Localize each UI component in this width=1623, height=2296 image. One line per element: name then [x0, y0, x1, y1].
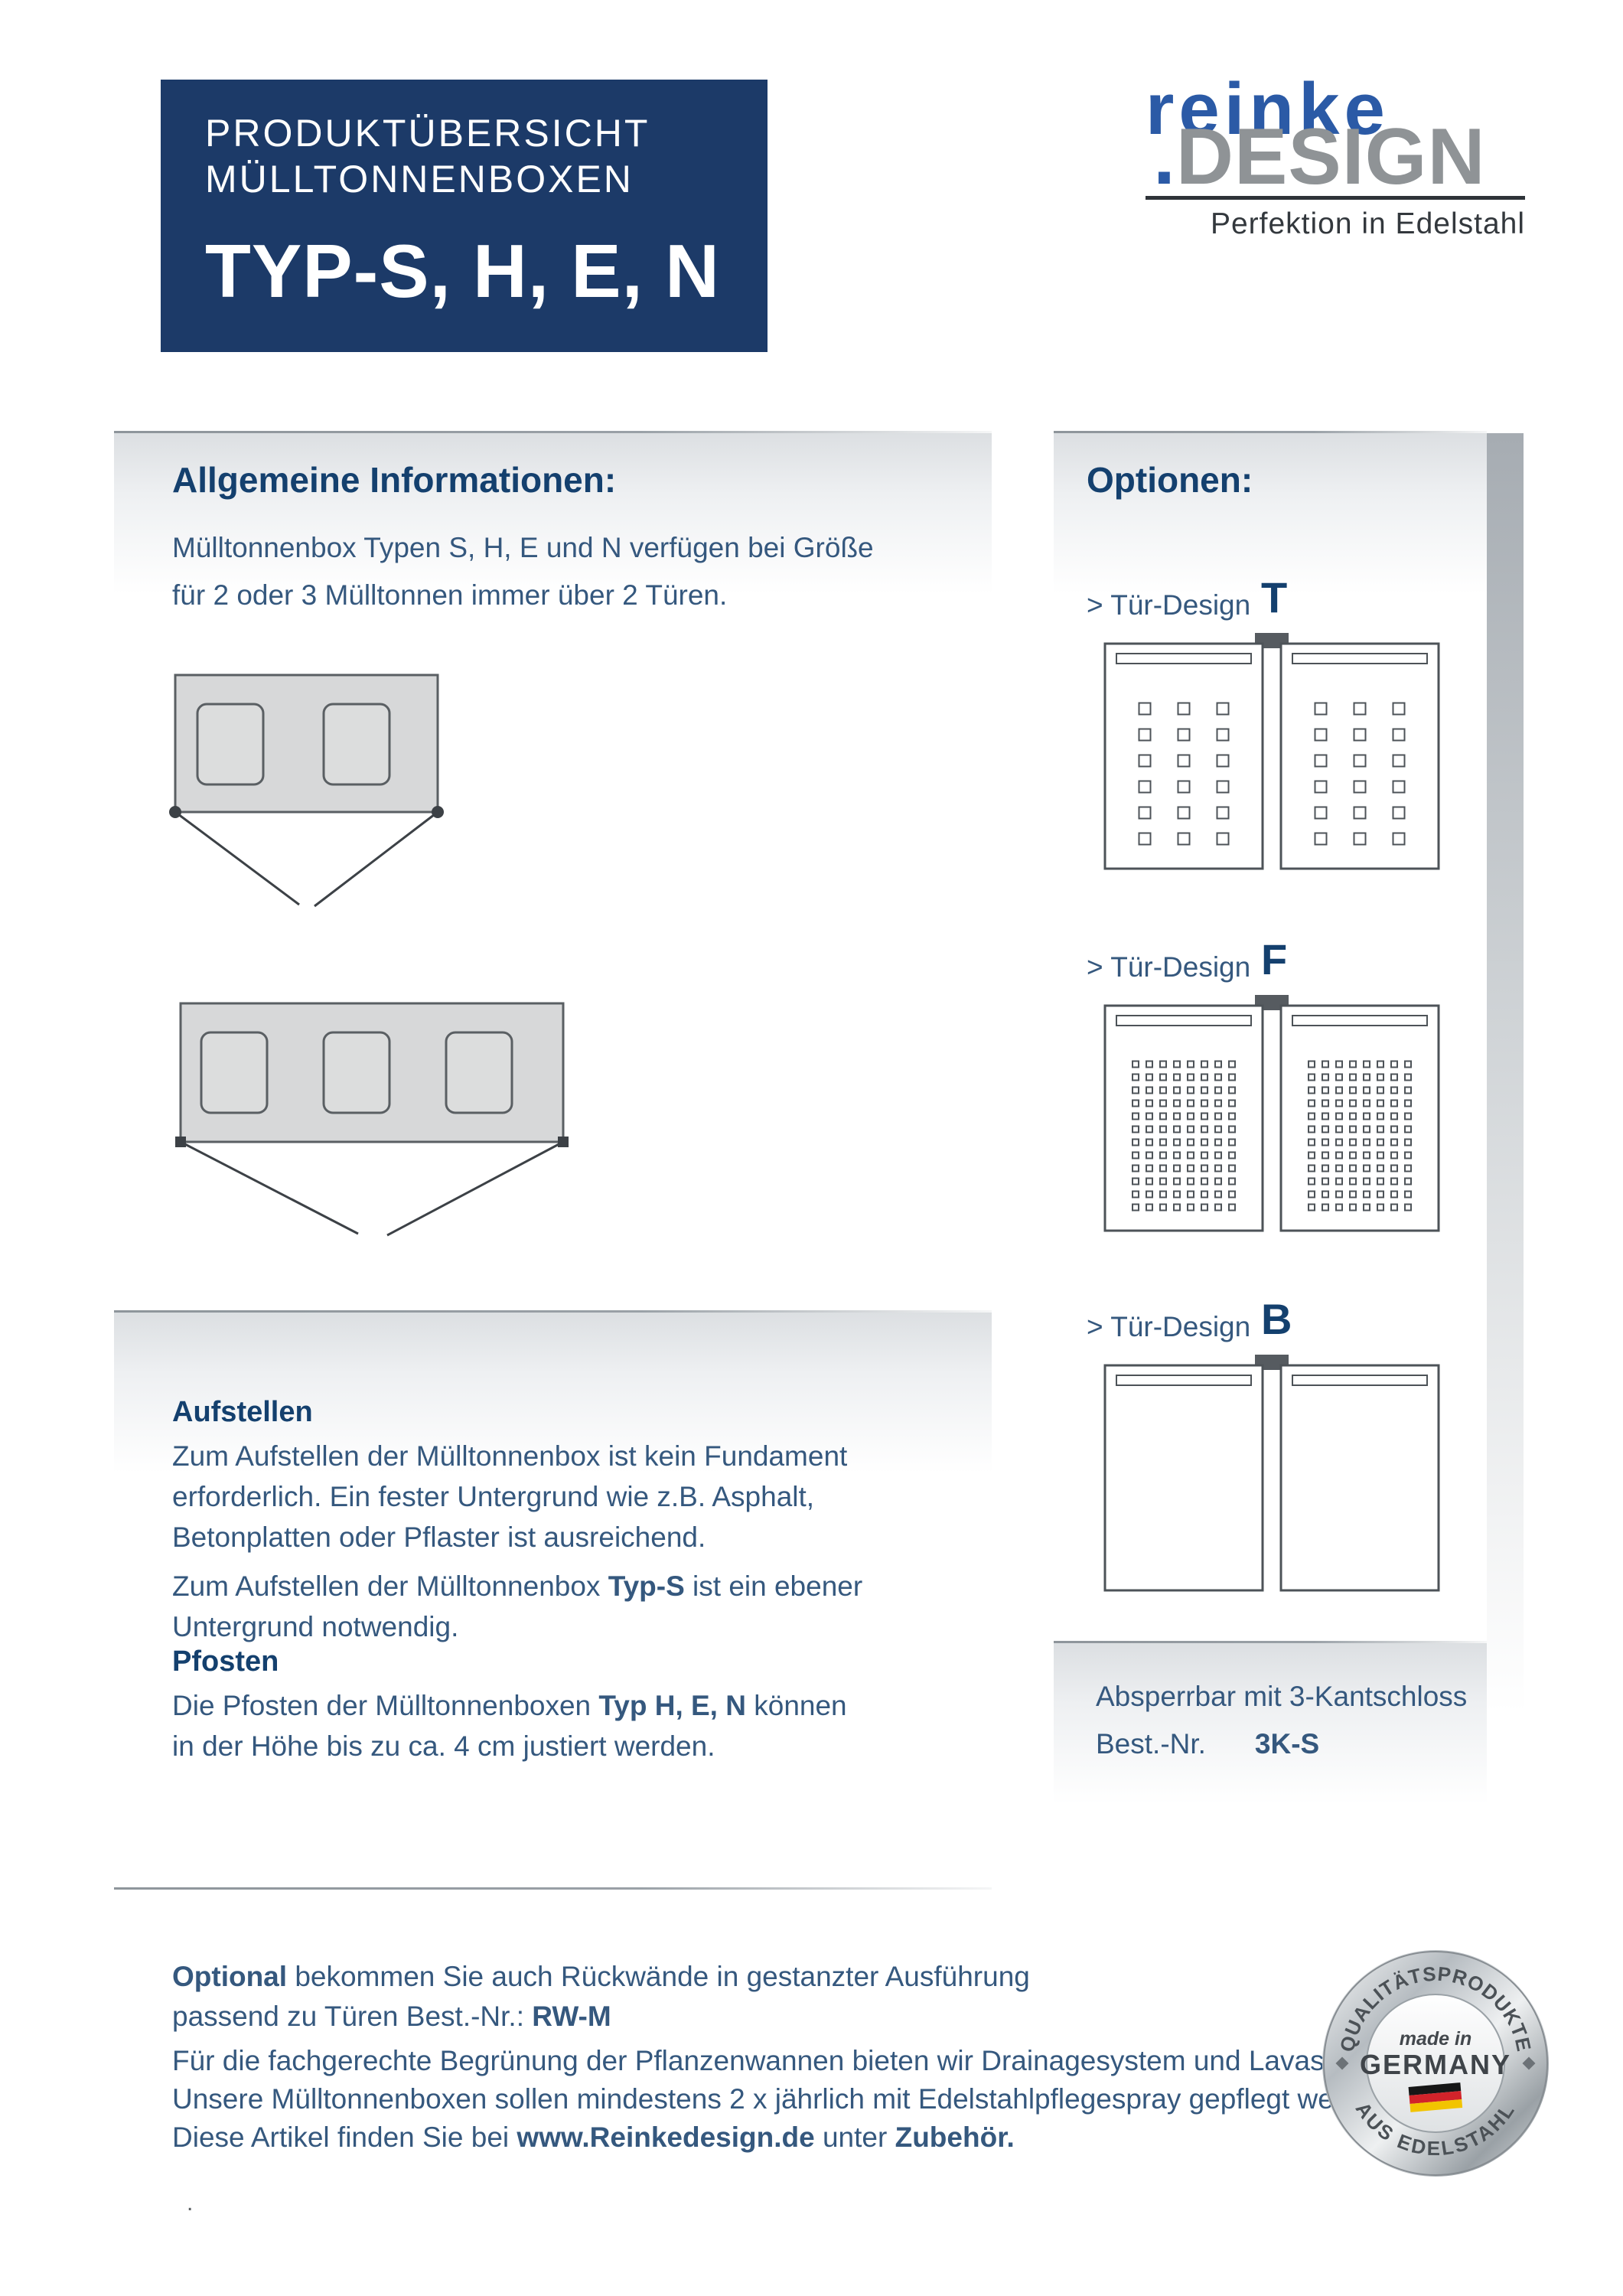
- text-line: Die Pfosten der Mülltonnenboxen Typ H, E…: [172, 1690, 847, 1721]
- separator-line: [114, 1887, 992, 1890]
- aufstellen-paragraph-2: Zum Aufstellen der Mülltonnenbox Typ-S i…: [172, 1566, 862, 1647]
- text-line: erforderlich. Ein fester Untergrund wie …: [172, 1481, 815, 1512]
- text-line: Zum Aufstellen der Mülltonnenbox ist kei…: [172, 1440, 848, 1472]
- logo-design-text: DESIGN: [1175, 113, 1486, 201]
- door-design-f-label: > Tür-Design: [1087, 951, 1251, 983]
- seal-country-text: GERMANY: [1360, 2049, 1511, 2080]
- seal-graphic: QUALITÄTSPRODUKTE AUS EDELSTAHL made in …: [1322, 1950, 1549, 2177]
- pfosten-paragraph: Die Pfosten der Mülltonnenboxen Typ H, E…: [172, 1685, 847, 1766]
- door-design-f-diagram: [1100, 995, 1443, 1235]
- zubehoer-emphasis: Zubehör.: [895, 2122, 1015, 2153]
- footer-line-4: Unsere Mülltonnenboxen sollen mindestens…: [172, 2083, 1399, 2115]
- pfosten-heading: Pfosten: [172, 1645, 279, 1678]
- footer-line-1: Optional bekommen Sie auch Rückwände in …: [172, 1961, 1030, 1992]
- right-edge-shadow-strip: [1487, 433, 1524, 1887]
- text-line: Betonplatten oder Pflaster ist ausreiche…: [172, 1521, 706, 1553]
- door-design-t-letter: T: [1261, 573, 1288, 621]
- german-flag-icon: [1408, 2082, 1463, 2112]
- options-heading: Optionen:: [1087, 460, 1253, 500]
- typ-s-emphasis: Typ-S: [608, 1570, 685, 1602]
- general-intro-line2: für 2 oder 3 Mülltonnen immer über 2 Tür…: [172, 579, 728, 611]
- footer-line-5: Diese Artikel finden Sie bei www.Reinked…: [172, 2122, 1015, 2153]
- header-eyebrow-line1: PRODUKTÜBERSICHT: [205, 112, 650, 155]
- order-number-row: Best.-Nr. 3K-S: [1096, 1728, 1319, 1760]
- made-in-germany-seal: QUALITÄTSPRODUKTE AUS EDELSTAHL made in …: [1321, 1949, 1550, 2178]
- general-info-heading: Allgemeine Informationen:: [172, 460, 617, 500]
- logo-tagline: Perfektion in Edelstahl: [1210, 207, 1525, 240]
- door-design-b-diagram: [1100, 1355, 1443, 1595]
- separator-line: [1054, 1641, 1487, 1643]
- logo-divider: [1146, 196, 1525, 200]
- door-design-t-label: > Tür-Design: [1087, 589, 1251, 621]
- footer-line-2: passend zu Türen Best.-Nr.: RW-M: [172, 2001, 611, 2032]
- door-design-f-letter: F: [1261, 935, 1288, 983]
- order-number-label: Best.-Nr.: [1096, 1728, 1206, 1760]
- header-banner: PRODUKTÜBERSICHT MÜLLTONNENBOXEN TYP-S, …: [161, 80, 768, 352]
- typ-hen-emphasis: Typ H, E, N: [598, 1690, 746, 1721]
- bin-box-diagram-3-bins: [167, 999, 580, 1251]
- left-column-panel-bottom: [114, 1313, 992, 1887]
- bin-box-diagram-2-bins: [161, 670, 468, 923]
- aufstellen-heading: Aufstellen: [172, 1396, 313, 1428]
- door-design-b-letter: B: [1261, 1295, 1292, 1343]
- seal-made-in-text: made in: [1400, 2028, 1471, 2050]
- logo-wordmark-secondary: .DESIGN: [1153, 117, 1525, 197]
- separator-line: [114, 431, 992, 433]
- text-line: Untergrund notwendig.: [172, 1611, 459, 1642]
- aufstellen-paragraph-1: Zum Aufstellen der Mülltonnenbox ist kei…: [172, 1436, 847, 1557]
- header-eyebrow-line2: MÜLLTONNENBOXEN: [205, 158, 634, 201]
- logo-dot: .: [1153, 113, 1176, 201]
- text-line: in der Höhe bis zu ca. 4 cm justiert wer…: [172, 1730, 715, 1762]
- order-number-value: 3K-S: [1254, 1728, 1320, 1760]
- door-design-b-label: > Tür-Design: [1087, 1311, 1251, 1342]
- left-column-panel-top: [114, 433, 992, 1310]
- right-column-panel-bottom: [1054, 1643, 1487, 1887]
- separator-line: [114, 1310, 992, 1313]
- logo-wordmark-primary: reinke: [1146, 68, 1390, 150]
- optional-emphasis: Optional: [172, 1961, 288, 1992]
- separator-line: [1054, 431, 1487, 433]
- page-footnote-mark: .: [187, 2190, 194, 2216]
- general-intro-line1: Mülltonnenbox Typen S, H, E und N verfüg…: [172, 532, 874, 563]
- footer-line-3: Für die fachgerechte Begrünung der Pflan…: [172, 2045, 1419, 2076]
- lock-note: Absperrbar mit 3-Kantschloss: [1096, 1681, 1468, 1712]
- page-title: TYP-S, H, E, N: [205, 229, 720, 313]
- text-line: Zum Aufstellen der Mülltonnenbox Typ-S i…: [172, 1570, 863, 1602]
- website-link[interactable]: www.Reinkedesign.de: [517, 2122, 815, 2153]
- rw-m-emphasis: RW-M: [532, 2001, 611, 2032]
- door-design-t-diagram: [1100, 633, 1443, 873]
- brand-logo: reinke .DESIGN Perfektion in Edelstahl: [1146, 68, 1525, 241]
